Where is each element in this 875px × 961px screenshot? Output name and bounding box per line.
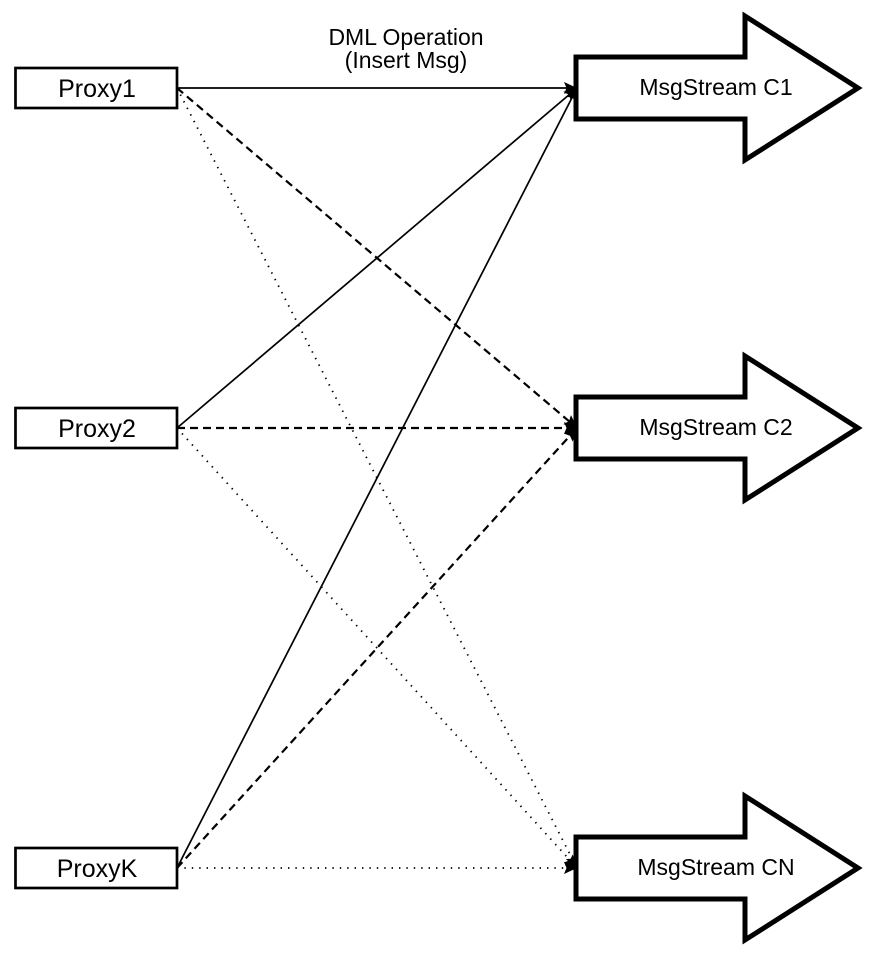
annotation-line-1: DML Operation	[328, 24, 483, 50]
dml-operation-annotation: DML Operation (Insert Msg)	[328, 24, 483, 73]
stream-c1-arrow-shape	[573, 11, 863, 165]
proxyk-label: ProxyK	[57, 855, 138, 883]
proxyk-box	[14, 846, 179, 890]
stream-c2-node: MsgStream C2	[573, 351, 863, 505]
connection-proxy2-to-cn	[176, 427, 578, 869]
stream-cn-node: MsgStream CN	[573, 791, 863, 945]
connection-proxy1-to-c2	[176, 87, 578, 429]
proxy1-label: Proxy1	[58, 75, 136, 103]
proxyk-node: ProxyK	[14, 846, 179, 890]
stream-cn-arrow-shape	[573, 791, 863, 945]
proxy1-box	[14, 66, 179, 110]
proxy1-node: Proxy1	[14, 66, 179, 110]
stream-c1-label: MsgStream C1	[639, 74, 792, 100]
proxy2-box	[14, 406, 179, 450]
proxy2-node: Proxy2	[14, 406, 179, 450]
stream-c1-node: MsgStream C1	[573, 11, 863, 165]
stream-cn-label: MsgStream CN	[637, 854, 794, 880]
connections-group	[176, 82, 578, 874]
connection-proxyk-to-c1	[176, 87, 578, 869]
stream-c2-arrow-shape	[573, 351, 863, 505]
stream-c2-label: MsgStream C2	[639, 414, 792, 440]
proxy2-label: Proxy2	[58, 415, 136, 443]
connection-proxyk-to-c2	[176, 427, 578, 869]
annotation-line-2: (Insert Msg)	[345, 47, 468, 73]
